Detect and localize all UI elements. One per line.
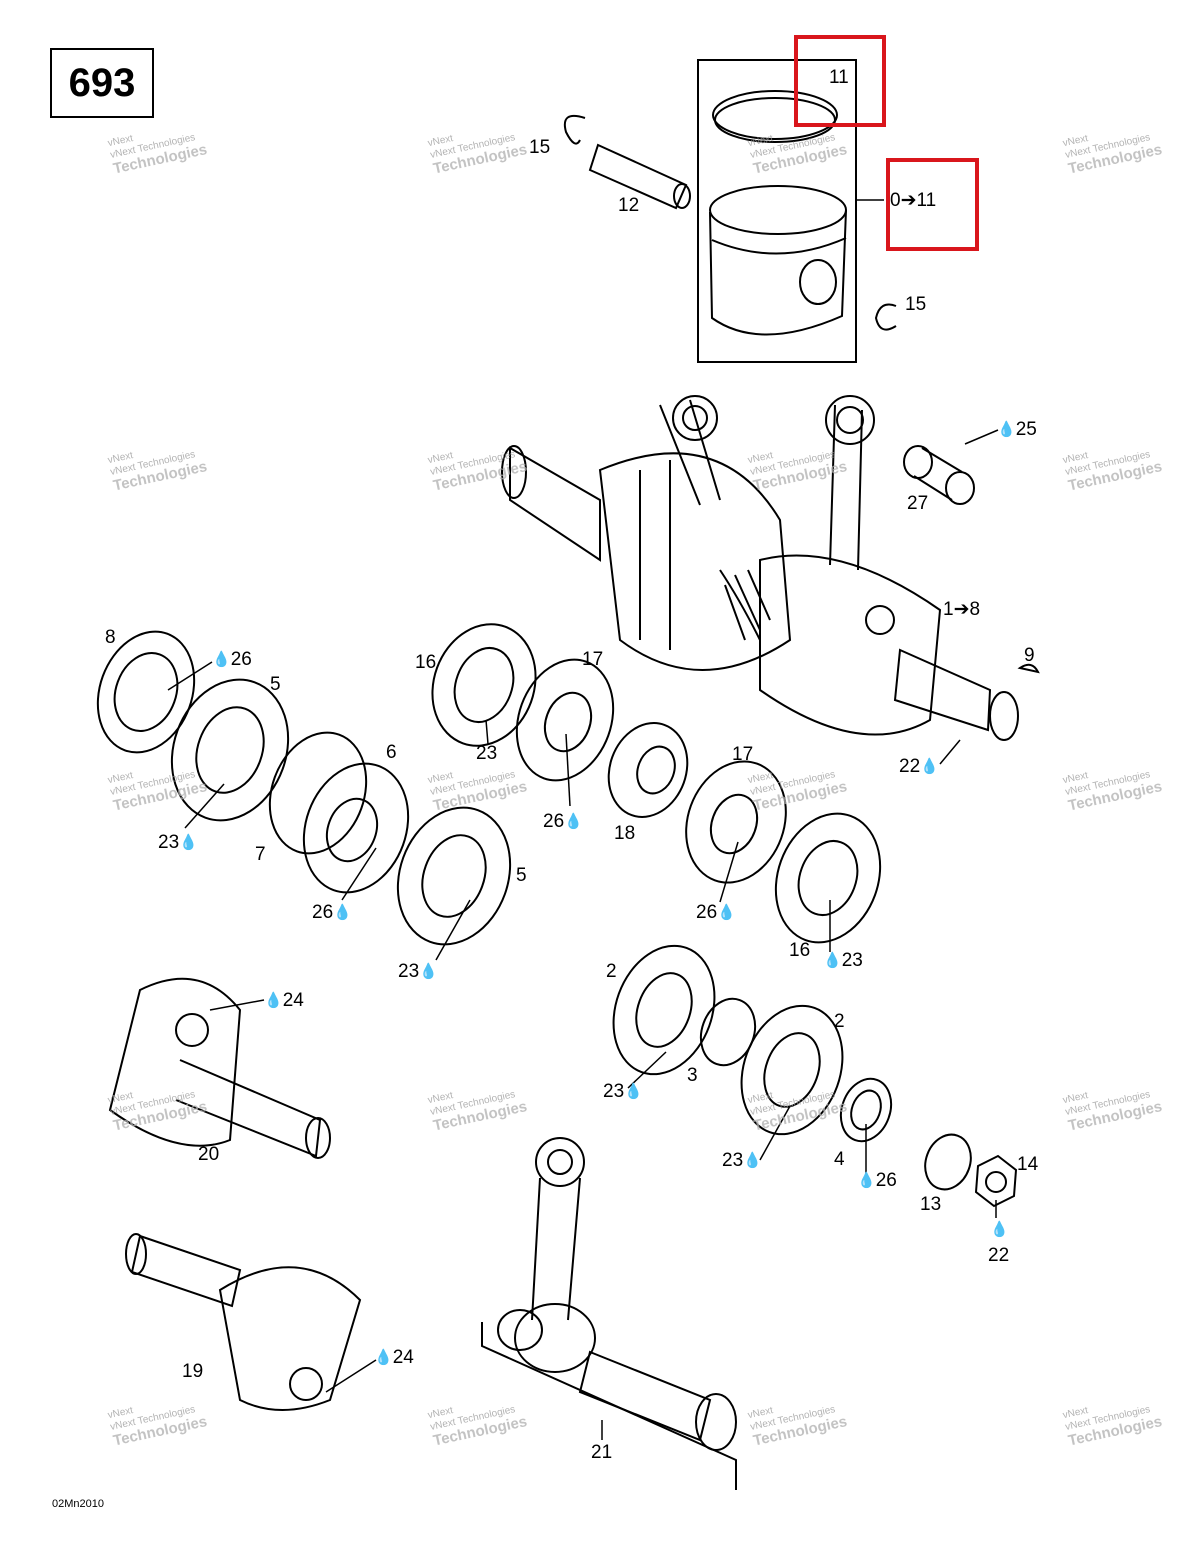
lubricant-drop-icon: 💧 <box>624 1083 643 1100</box>
callout-24-lower: 💧24 <box>374 1347 414 1368</box>
lubricant-drop-icon: 💧 <box>419 963 438 980</box>
piston-ring <box>712 90 838 143</box>
ball-bearing <box>612 944 716 1076</box>
callout-12: 12 <box>618 195 640 216</box>
callout-1-8: 1➔8 <box>943 599 981 620</box>
needle-bearing <box>903 445 975 505</box>
callout-5-upper: 5 <box>270 674 281 695</box>
distance-ring <box>268 731 368 855</box>
callout-8: 8 <box>105 627 116 648</box>
lubricant-drop-icon: 💧 <box>823 952 842 969</box>
callout-23-f: 23💧 <box>722 1150 762 1171</box>
lubricant-drop-icon: 💧 <box>717 904 736 921</box>
callout-23-a: 23💧 <box>158 832 198 853</box>
ball-bearing <box>431 623 537 747</box>
lubricant-drop-icon: 💧 <box>212 651 231 668</box>
callout-22-lower: 22 <box>988 1245 1010 1266</box>
callout-25: 💧25 <box>997 419 1037 440</box>
callout-16-lower: 16 <box>789 940 811 961</box>
callout-19: 19 <box>182 1361 204 1382</box>
crank-half <box>125 1233 362 1411</box>
page-number: 693 <box>68 60 136 105</box>
callout-20: 20 <box>198 1144 220 1165</box>
callout-6: 6 <box>386 742 397 763</box>
lubricant-drop-icon: 💧 <box>920 758 939 775</box>
callout-2-right: 2 <box>834 1011 845 1032</box>
callout-23-c: 23💧 <box>398 961 438 982</box>
callout-14: 14 <box>1017 1154 1039 1175</box>
drawing-reference-code: 02Mn2010 <box>52 1498 104 1510</box>
callout-7: 7 <box>255 844 266 865</box>
callout-26-a: 💧26 <box>212 649 252 670</box>
nut <box>974 1154 1018 1208</box>
lubricant-drop-icon: 💧 <box>179 834 198 851</box>
page-number-badge: 693 <box>50 48 154 118</box>
lubricant-drop-icon: 💧 <box>997 421 1016 438</box>
callout-23-e: 23💧 <box>603 1081 643 1102</box>
callout-26-b: 26💧 <box>543 811 583 832</box>
callout-26-e: 💧26 <box>857 1170 897 1191</box>
callout-27: 27 <box>907 493 929 514</box>
callout-23-d: 💧23 <box>823 950 863 971</box>
lubricant-drop-icon: 💧 <box>990 1221 1009 1238</box>
callout-16-upper: 16 <box>415 652 437 673</box>
highlight-box-ring <box>794 35 886 127</box>
piston <box>709 185 847 336</box>
washer <box>924 1133 972 1191</box>
lubricant-drop-icon: 💧 <box>333 904 352 921</box>
callout-23-b: 23 <box>476 743 498 764</box>
circlip <box>563 114 586 145</box>
callout-2-left: 2 <box>606 961 617 982</box>
callout-3: 3 <box>687 1065 698 1086</box>
crank-half <box>108 977 331 1159</box>
callout-13: 13 <box>920 1194 942 1215</box>
oil-seal <box>515 658 615 782</box>
lubricant-drop-icon: 💧 <box>857 1172 876 1189</box>
lubricant-drop-icon: 💧 <box>374 1349 393 1366</box>
callout-15-lower: 15 <box>905 294 927 315</box>
oil-seal <box>302 762 410 894</box>
leader-lines <box>167 199 999 1440</box>
callout-4: 4 <box>834 1149 845 1170</box>
oil-seal <box>839 1077 893 1143</box>
lubricant-drop-icon: 💧 <box>264 992 283 1009</box>
ball-bearing <box>396 806 512 946</box>
highlight-box-piston <box>886 158 979 251</box>
callout-22-upper: 22💧 <box>899 756 939 777</box>
woodruff-key <box>1017 663 1040 674</box>
oil-seal <box>96 630 196 754</box>
crankshaft-assembly <box>501 395 1019 741</box>
ball-bearing <box>774 812 882 944</box>
callout-24-upper: 💧24 <box>264 990 304 1011</box>
callout-17-upper: 17 <box>582 649 604 670</box>
callout-21: 21 <box>591 1442 613 1463</box>
callout-9: 9 <box>1024 645 1035 666</box>
callout-17-lower: 17 <box>732 744 754 765</box>
callout-15-upper: 15 <box>529 137 551 158</box>
callout-10-11: 0➔11 <box>890 190 937 211</box>
piston-kit-frame <box>697 59 857 363</box>
oil-seal <box>685 760 787 884</box>
ball-bearing <box>740 1004 844 1136</box>
callout-26-d: 26💧 <box>696 902 736 923</box>
connecting-rod <box>481 1137 737 1490</box>
lubricant-drop-icon: 💧 <box>743 1152 762 1169</box>
ball-bearing <box>170 678 290 822</box>
circlip <box>874 303 897 331</box>
distance-ring <box>699 997 757 1067</box>
lubricant-drop-icon: 💧 <box>564 813 583 830</box>
drive-gear <box>607 722 689 818</box>
piston-pin <box>588 143 691 210</box>
callout-26-c: 26💧 <box>312 902 352 923</box>
callout-11: 11 <box>829 67 849 88</box>
callout-18: 18 <box>614 823 636 844</box>
callout-5-lower: 5 <box>516 865 527 886</box>
